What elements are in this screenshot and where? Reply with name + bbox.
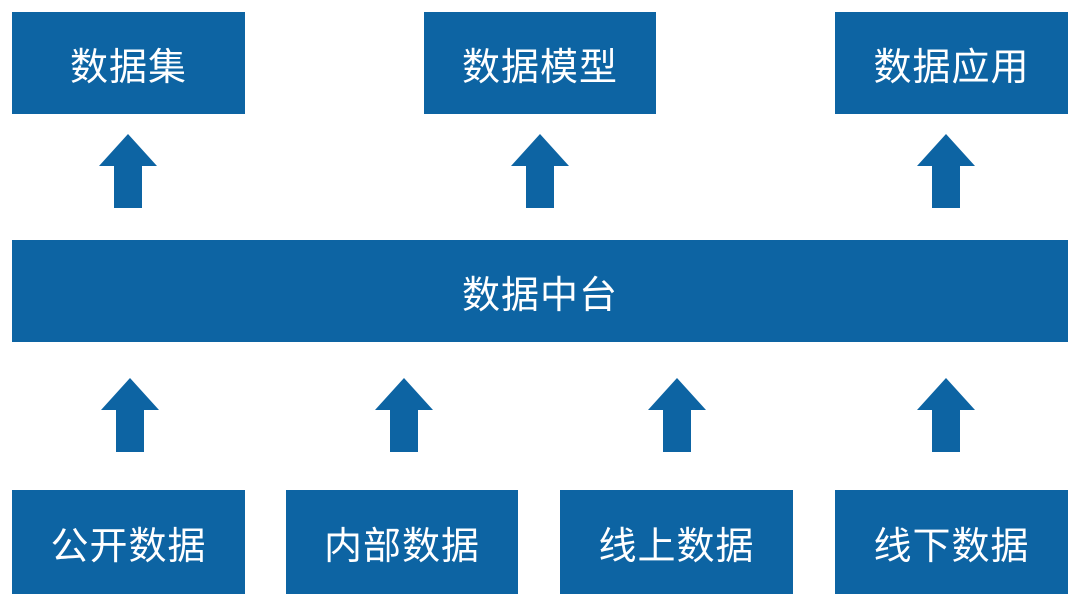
data-middle-platform-label: 数据中台	[461, 272, 618, 317]
data-model-box: 数据模型	[424, 12, 656, 114]
offline-data-box: 线下数据	[835, 490, 1068, 594]
arrow-up-icon	[511, 134, 569, 208]
data-application-label: 数据应用	[873, 44, 1030, 89]
public-data-label: 公开数据	[50, 523, 207, 568]
arrow-up-icon	[648, 378, 706, 452]
dataset-label: 数据集	[69, 44, 187, 89]
dataset-box: 数据集	[12, 12, 245, 114]
data-model-label: 数据模型	[461, 44, 618, 89]
arrow-up-icon	[375, 378, 433, 452]
arrow-up-icon	[917, 378, 975, 452]
data-application-box: 数据应用	[835, 12, 1068, 114]
offline-data-label: 线下数据	[873, 523, 1030, 568]
internal-data-label: 内部数据	[323, 523, 480, 568]
public-data-box: 公开数据	[12, 490, 245, 594]
arrow-up-icon	[99, 134, 157, 208]
arrow-up-icon	[917, 134, 975, 208]
arrow-up-icon	[101, 378, 159, 452]
online-data-label: 线上数据	[598, 523, 755, 568]
data-middle-platform-bar: 数据中台	[12, 240, 1068, 342]
internal-data-box: 内部数据	[286, 490, 518, 594]
online-data-box: 线上数据	[560, 490, 793, 594]
